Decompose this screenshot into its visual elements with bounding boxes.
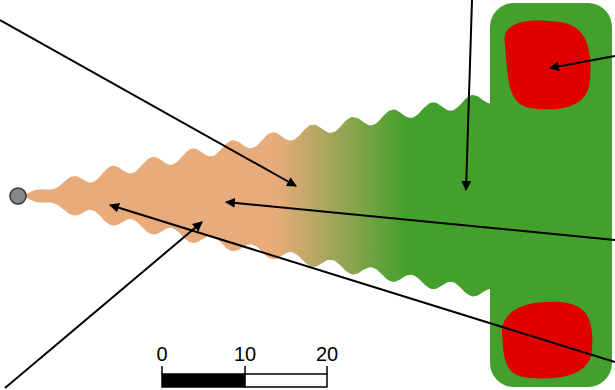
plume [21,92,496,300]
scale-number: 10 [234,344,256,364]
scale-number: 0 [156,344,167,364]
source-point [10,188,26,204]
scale-number: 20 [316,344,338,364]
red-zone [504,20,590,109]
scale-bar [162,366,327,387]
